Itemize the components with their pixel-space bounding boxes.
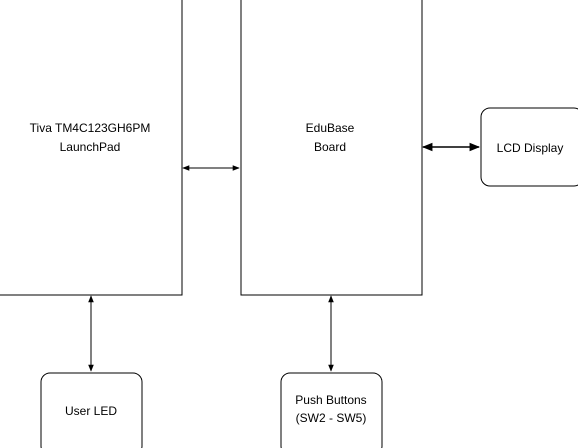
lcd-display-block: LCD Display (480, 107, 578, 187)
edubase-label-line1: EduBase (306, 121, 355, 135)
edubase-block: EduBase Board (240, 0, 423, 296)
launchpad-label-line1: Tiva TM4C123GH6PM (30, 121, 151, 135)
user-led-block: User LED (40, 372, 143, 448)
push-buttons-label-line1: Push Buttons (295, 393, 366, 407)
push-buttons-block: Push Buttons (SW2 - SW5) (280, 372, 383, 448)
lcd-display-label: LCD Display (497, 141, 564, 155)
user-led-label: User LED (65, 404, 117, 418)
launchpad-block: Tiva TM4C123GH6PM LaunchPad (0, 0, 183, 296)
launchpad-label-line2: LaunchPad (60, 140, 121, 154)
edubase-label-line2: Board (314, 140, 346, 154)
push-buttons-label-line2: (SW2 - SW5) (296, 411, 367, 425)
